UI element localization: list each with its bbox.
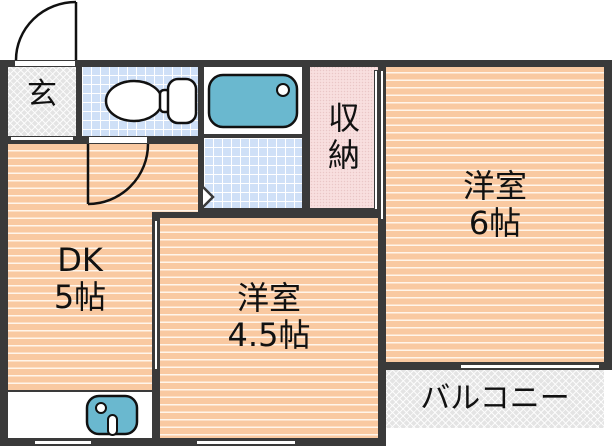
dk-name: DK — [57, 241, 103, 279]
toilet-icon — [104, 77, 198, 125]
balcony-floor — [386, 370, 604, 428]
entrance-door-opening — [14, 60, 76, 67]
dk-label: DK 5帖 — [8, 242, 152, 316]
dk-floor — [8, 144, 152, 392]
bathtub-icon — [207, 73, 299, 129]
western-room-6-floor — [386, 66, 604, 362]
western-room-45-name: 洋室 — [236, 279, 301, 317]
wall-bathtub-divider — [204, 134, 302, 138]
dk-size: 5帖 — [53, 277, 107, 316]
storage-label-line1: 収 — [327, 99, 360, 137]
bathroom-floor — [204, 138, 302, 210]
window-dk-bottom — [34, 440, 92, 445]
wall-storage-room6 — [378, 60, 386, 446]
dk-door-swing-icon — [86, 143, 150, 206]
western-room-6-label: 洋室 6帖 — [386, 168, 604, 242]
balcony-window — [460, 364, 600, 369]
western-room-6-name: 洋室 — [462, 167, 527, 205]
wall-bottom — [0, 438, 386, 446]
storage-floor — [310, 66, 378, 210]
western-room-45-floor — [160, 218, 378, 438]
dk-door-opening — [88, 136, 148, 144]
dk-floor-upper — [150, 144, 202, 214]
wall-bath-bottom — [198, 208, 386, 214]
entrance-floor — [8, 66, 76, 136]
entrance-label: 玄 — [27, 77, 57, 112]
western-room-45-label: 洋室 4.5帖 — [160, 280, 378, 354]
western-room-45-size: 4.5帖 — [227, 315, 311, 354]
storage-label-line2: 納 — [327, 135, 360, 174]
bathroom-door-marker-icon — [202, 186, 215, 208]
entrance-step — [10, 136, 74, 141]
storage-label: 収 納 — [310, 100, 378, 174]
wall-entrance-toilet — [76, 60, 82, 140]
wall-room45-top — [152, 212, 386, 218]
wall-bath-storage — [302, 60, 310, 214]
entrance-door-swing-icon — [14, 0, 78, 61]
window-room45-bottom — [196, 440, 296, 445]
sliding-door-room6 — [380, 70, 384, 220]
western-room-6-size: 6帖 — [468, 203, 522, 242]
wall-left — [0, 60, 8, 446]
balcony-label: バルコニー — [420, 381, 570, 416]
storage-door — [374, 70, 378, 210]
sliding-door-room45 — [154, 220, 158, 370]
wall-right — [604, 60, 612, 370]
sink-icon — [85, 394, 139, 436]
